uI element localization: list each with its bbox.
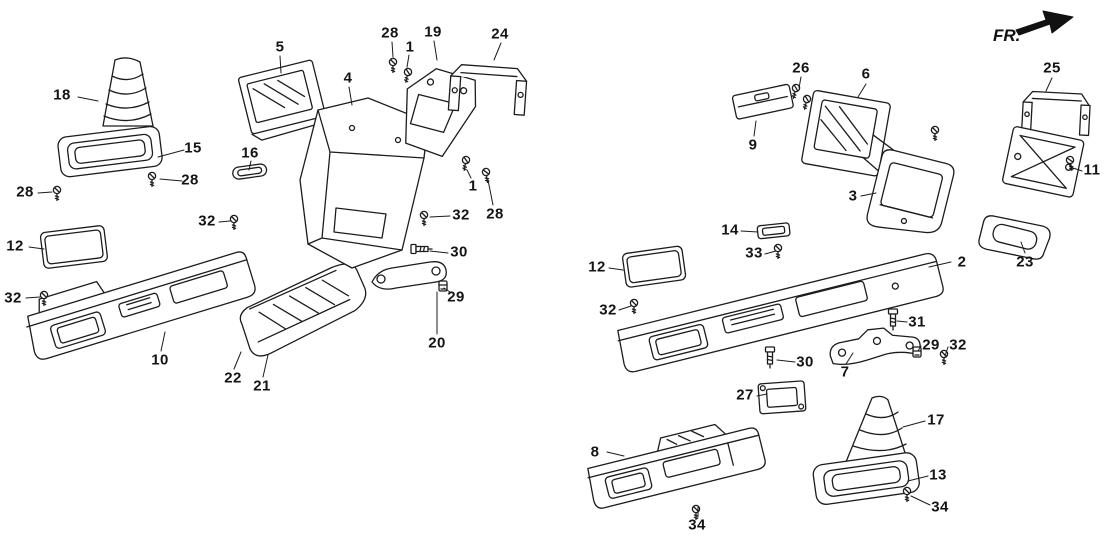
part-23-rear-bracket [978, 215, 1051, 260]
part-label-12: 12 [588, 258, 606, 276]
part-label-2: 2 [957, 253, 967, 271]
part-label-26: 26 [792, 59, 810, 77]
part-20-handle [371, 261, 447, 290]
part-label-32: 32 [4, 289, 22, 307]
part-label-27: 27 [736, 386, 754, 404]
part-label-16: 16 [241, 144, 259, 162]
part-label-28: 28 [486, 205, 504, 223]
part-label-7: 7 [840, 363, 850, 381]
part-9-pocket-cover [731, 83, 794, 120]
part-12-console-lid-left [39, 225, 108, 269]
part-21-22-rear-console [239, 263, 367, 357]
part-label-28: 28 [181, 171, 199, 189]
fr-direction-label: FR. [993, 26, 1021, 45]
part-25-stay-bracket-right [1020, 90, 1091, 137]
part-2-front-console-right [617, 252, 944, 373]
part-label-13: 13 [929, 466, 947, 484]
part-label-30: 30 [450, 243, 468, 261]
part-label-25: 25 [1043, 59, 1061, 77]
part-24-stay-bracket [447, 64, 528, 116]
part-18-shift-boot [102, 57, 154, 127]
part-label-1: 1 [468, 177, 478, 195]
part-8-rear-console-right [587, 423, 766, 509]
part-4-console-body [299, 97, 429, 269]
part-label-28: 28 [16, 183, 34, 201]
part-label-23: 23 [1016, 253, 1034, 271]
part-label-28: 28 [381, 24, 399, 42]
part-label-34: 34 [688, 516, 706, 534]
part-label-9: 9 [748, 136, 758, 154]
leader-lines [25, 40, 1083, 518]
part-label-17: 17 [927, 411, 945, 429]
part-label-32: 32 [198, 212, 216, 230]
part-label-4: 4 [343, 69, 353, 87]
part-6-console-pocket [801, 89, 899, 182]
part-label-10: 10 [151, 351, 169, 369]
part-label-24: 24 [491, 25, 509, 43]
part-label-11: 11 [1083, 161, 1101, 179]
part-label-14: 14 [721, 221, 739, 239]
part-15-boot-plate [57, 125, 163, 178]
part-label-8: 8 [590, 443, 600, 461]
part-label-30: 30 [796, 353, 814, 371]
part-7-center-bracket [829, 327, 921, 365]
part-14-blank-plate [756, 222, 791, 240]
part-label-33: 33 [745, 244, 763, 262]
part-17-shift-boot-right [845, 395, 909, 463]
part-label-19: 19 [424, 23, 442, 41]
part-label-15: 15 [184, 139, 202, 157]
part-label-20: 20 [428, 334, 446, 352]
part-label-3: 3 [848, 187, 858, 205]
part-27-coin-box [757, 380, 807, 415]
part-label-29: 29 [922, 336, 940, 354]
part-label-34: 34 [931, 498, 949, 516]
part-label-29: 29 [447, 288, 465, 306]
part-10-front-console [26, 251, 256, 360]
part-label-31: 31 [908, 313, 926, 331]
part-label-5: 5 [275, 38, 285, 56]
part-16-clip-plate [232, 163, 268, 180]
part-label-32: 32 [599, 301, 617, 319]
part-12-console-lid-right [621, 245, 687, 288]
part-3-console-duct [866, 149, 955, 234]
part-label-6: 6 [861, 65, 871, 83]
part-label-1: 1 [405, 38, 415, 56]
part-label-32: 32 [452, 206, 470, 224]
fr-direction-arrow [1015, 10, 1074, 36]
part-label-18: 18 [53, 86, 71, 104]
part-label-32: 32 [949, 336, 967, 354]
part-label-21: 21 [253, 377, 271, 395]
part-13-boot-plate-right [812, 452, 920, 505]
part-label-22: 22 [224, 369, 242, 387]
part-label-12: 12 [6, 237, 24, 255]
